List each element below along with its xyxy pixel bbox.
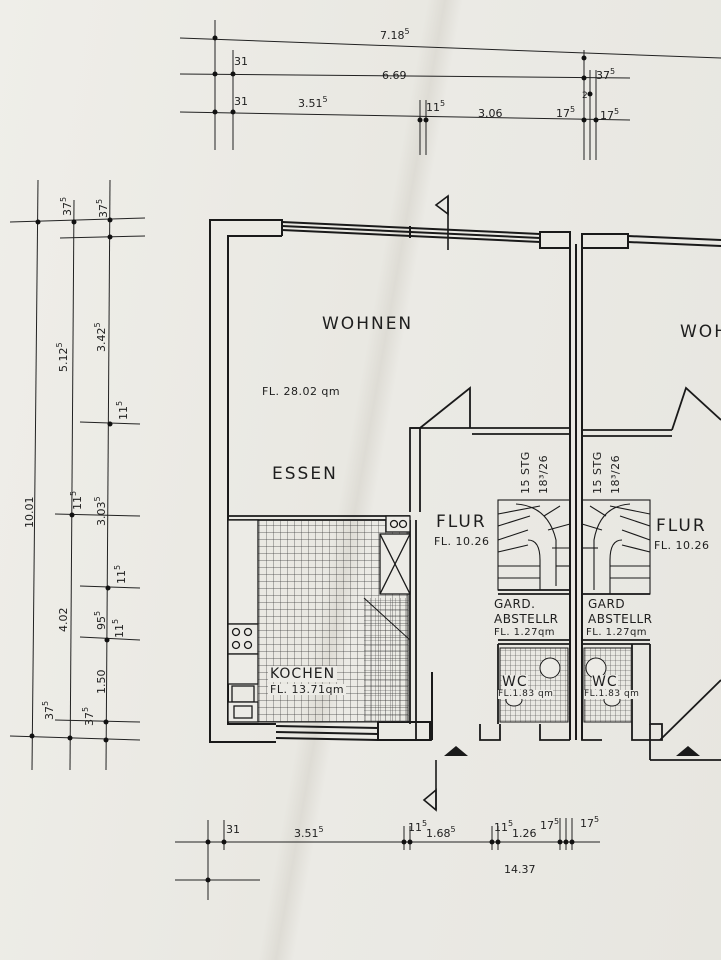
staircase-left: [497, 499, 571, 591]
dim-bottom-seg-1: 3.515: [294, 825, 324, 840]
room-label-wc-1: WC: [502, 674, 528, 690]
dim-bottom-seg-3: 1.26: [512, 827, 537, 840]
dim-top-wall-r2: 175: [600, 107, 620, 122]
left-dimension-lines: [9, 179, 146, 771]
area-wohnen: FL. 28.02 qm: [262, 385, 341, 398]
dim-left-e: 1.50: [95, 669, 108, 695]
area-abstell-2: FL. 1.27qm: [586, 627, 648, 638]
exterior-walls: [209, 219, 571, 743]
dim-top-wall-left-2: 31: [234, 95, 248, 108]
shaft-box: [379, 515, 411, 595]
dim-top-seg-2: 3.06: [478, 107, 503, 120]
room-label-gard-2: GARD: [588, 597, 626, 611]
room-label-abstell-1: ABSTELLR: [494, 612, 559, 626]
area-wc-2: FL.1.83 qm: [584, 689, 640, 699]
party-wall: [569, 233, 721, 740]
kitchen-counter: [227, 519, 259, 723]
dim-left-b: 3.425: [93, 322, 108, 352]
room-label-kochen: KOCHEN: [268, 666, 338, 682]
room-label-flur: FLUR: [436, 512, 487, 532]
dim-left-w3: 115: [115, 400, 130, 420]
top-dimension-ticks: [212, 35, 599, 123]
dim-bottom-wall-d: 175: [580, 815, 600, 830]
dim-left-w4: 115: [69, 490, 84, 510]
kitchen-diagonal-tiles: [364, 598, 410, 722]
dim-left-w8: 375: [81, 706, 96, 726]
dim-top-wall-mid: 115: [426, 99, 446, 114]
dim-left-a: 5.125: [55, 342, 70, 372]
section-marker-bottom: [422, 760, 437, 812]
dim-top-wall-left-1: 31: [234, 55, 248, 68]
bottom-dimension-ticks: [205, 839, 575, 883]
dim-top-wall-r1: 175: [556, 105, 576, 120]
dim-left-w1: 375: [59, 196, 74, 216]
left-dimension-ticks: [29, 217, 113, 743]
room-label-gard-1: GARD.: [494, 597, 536, 611]
dim-left-c: 4.02: [57, 607, 70, 633]
stairs-ratio-2: 18³/26: [609, 454, 622, 494]
area-flur-right: FL. 10.26: [654, 539, 710, 552]
area-wc-1: FL.1.83 qm: [498, 689, 554, 699]
dim-bottom-wall-b: 115: [494, 819, 514, 834]
dim-top-overall: 7.185: [380, 27, 410, 42]
stairs-count-2: 15 STG: [591, 451, 604, 494]
area-abstell-1: FL. 1.27qm: [494, 627, 556, 638]
top-dimension-lines: [179, 20, 721, 160]
dim-bottom-wall-c: 175: [540, 817, 560, 832]
room-label-essen: ESSEN: [272, 464, 338, 484]
dim-bottom-overall: 14.37: [504, 863, 536, 876]
dim-bottom-wall-l: 31: [226, 823, 240, 836]
room-label-wc-2: WC: [592, 674, 618, 690]
area-kochen: FL. 13.71qm: [268, 683, 347, 696]
dim-left-d: 3.035: [93, 496, 108, 526]
dim-left-f: 955: [93, 610, 108, 630]
section-marker-top: [434, 194, 449, 250]
dim-top-two: 2: [582, 91, 588, 101]
dim-top-wall-r3: 375: [596, 67, 616, 82]
dim-left-w5: 115: [113, 564, 128, 584]
area-flur: FL. 10.26: [434, 535, 490, 548]
room-label-flur-right: FLUR: [656, 516, 707, 536]
bottom-dimension-lines: [175, 818, 600, 900]
dim-left-w6: 115: [111, 618, 126, 638]
dim-top-inner: 6.69: [382, 69, 407, 82]
dim-bottom-wall-a: 115: [408, 819, 428, 834]
dim-left-w7: 375: [41, 700, 56, 720]
stairs-ratio-1: 18³/26: [537, 454, 550, 494]
stairs-count-1: 15 STG: [519, 451, 532, 494]
kitchen-door-swing: [363, 597, 411, 641]
dim-left-total: 10.01: [23, 496, 36, 529]
staircase-right: [581, 499, 651, 595]
room-label-wohnen-right: WOH: [680, 322, 721, 342]
dim-left-w2: 375: [95, 198, 110, 218]
room-label-wohnen: WOHNEN: [322, 314, 414, 334]
entrance-arrows: [444, 746, 700, 756]
room-label-abstell-2: ABSTELLR: [588, 612, 653, 626]
dim-bottom-seg-2: 1.685: [426, 825, 456, 840]
dim-top-seg-1: 3.515: [298, 95, 328, 110]
